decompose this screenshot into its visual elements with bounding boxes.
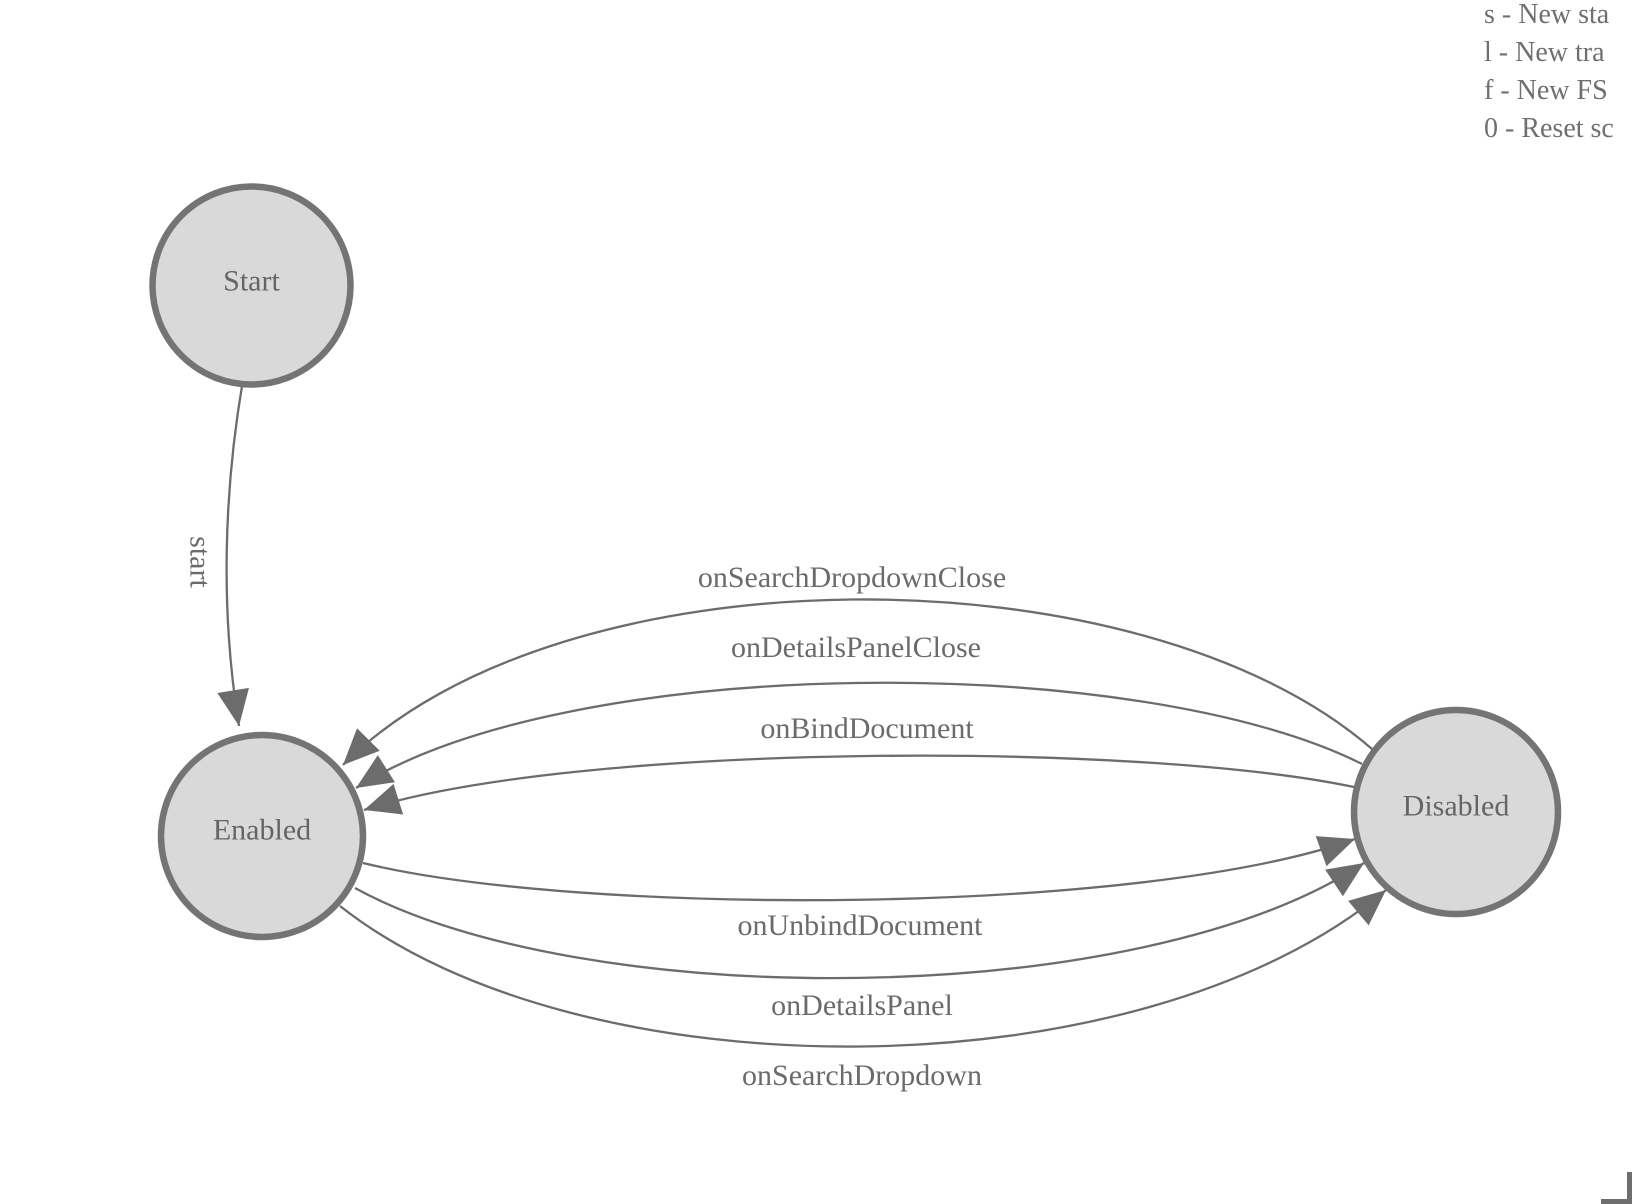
legend-line-new-state: s - New sta — [1484, 0, 1610, 30]
edge-label-on-details-panel: onDetailsPanel — [771, 989, 953, 1022]
clipped-corner-vertical-bar — [1627, 1172, 1632, 1204]
state-node-enabled: Enabled — [157, 731, 367, 941]
legend-line-new-fsm: f - New FS — [1484, 75, 1608, 106]
clipped-corner-horizontal-bar — [1601, 1199, 1632, 1204]
transition-edge-on-search-dropdown[interactable] — [339, 889, 1387, 1048]
state-circle-start[interactable] — [149, 183, 354, 388]
edge-label-on-bind-document: onBindDocument — [760, 712, 974, 745]
legend-line-new-transition: l - New tra — [1484, 37, 1605, 68]
state-node-disabled: Disabled — [1350, 706, 1562, 918]
transition-edges — [217, 379, 1387, 1048]
clipped-corner-element — [1601, 1172, 1632, 1204]
transition-edge-start[interactable] — [217, 379, 249, 727]
state-node-start: Start — [149, 183, 354, 388]
state-label-disabled: Disabled — [1403, 790, 1510, 823]
edge-label-on-search-dropdown-close: onSearchDropdownClose — [698, 561, 1006, 594]
shortcuts-legend: s - New sta l - New tra f - New FS 0 - R… — [1484, 0, 1614, 144]
legend-line-reset: 0 - Reset sc — [1484, 113, 1614, 144]
transition-edge-on-bind-document[interactable] — [363, 754, 1355, 815]
edge-label-on-search-dropdown: onSearchDropdown — [742, 1059, 982, 1092]
transition-labels: start onSearchDropdownClose onDetailsPan… — [184, 536, 1007, 1092]
state-label-enabled: Enabled — [213, 814, 311, 847]
transition-edge-on-unbind-document[interactable] — [362, 836, 1356, 902]
state-label-start: Start — [223, 265, 280, 298]
edge-label-on-details-panel-close: onDetailsPanelClose — [731, 631, 981, 664]
edge-label-start: start — [184, 536, 217, 588]
edge-label-on-unbind-document: onUnbindDocument — [738, 909, 984, 942]
state-circle-disabled[interactable] — [1350, 706, 1562, 918]
transition-edge-on-search-dropdown-close[interactable] — [342, 598, 1373, 766]
transition-edge-on-details-panel-close[interactable] — [355, 681, 1363, 789]
transition-edge-on-details-panel[interactable] — [354, 862, 1365, 980]
state-circle-enabled[interactable] — [157, 731, 367, 941]
